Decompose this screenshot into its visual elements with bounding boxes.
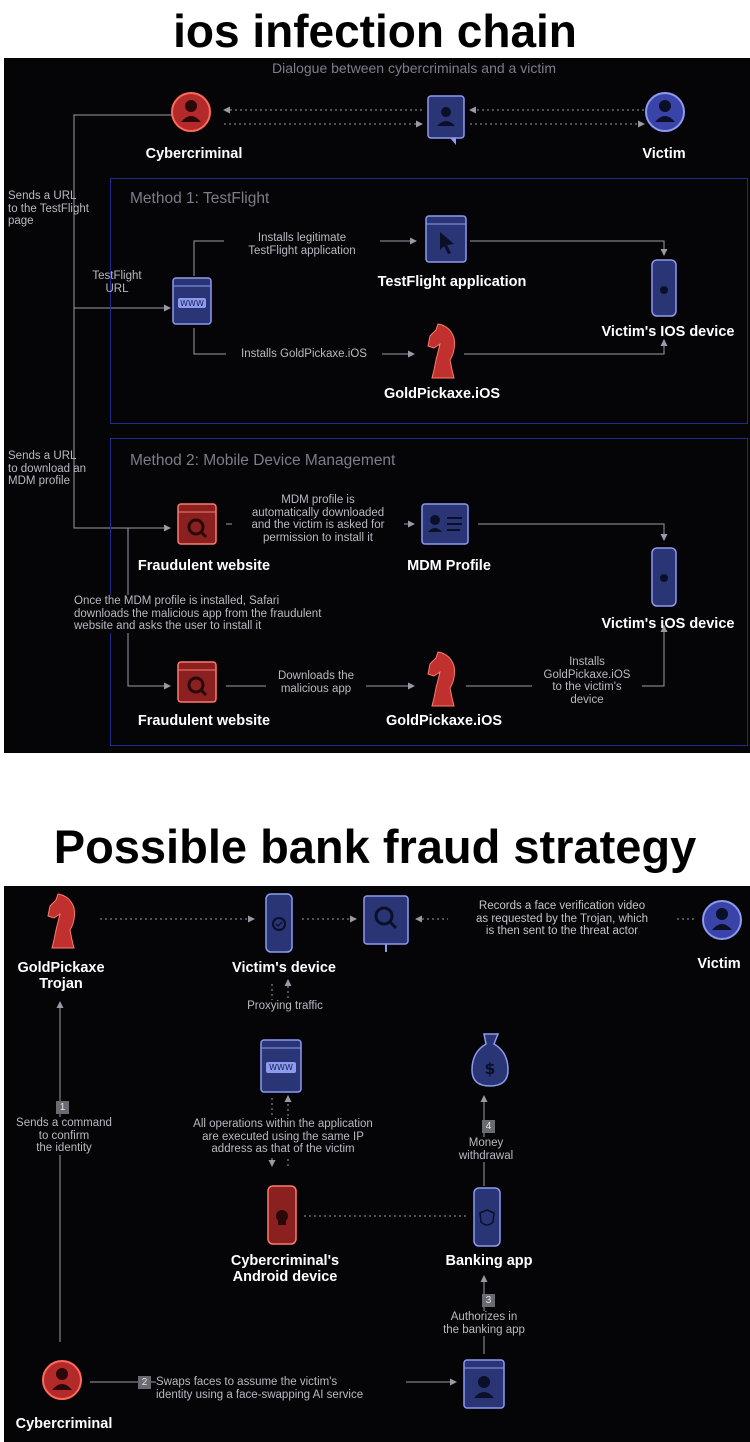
cybercriminal-label: Cybercriminal bbox=[145, 146, 243, 162]
user-red-icon bbox=[40, 1354, 84, 1411]
operations-note: All operations within the application ar… bbox=[168, 1118, 398, 1156]
step1-number: 1 bbox=[56, 1101, 69, 1114]
victim-label: Victim bbox=[642, 146, 686, 162]
send-testflight-url-note: Sends a URL to the TestFlight page bbox=[8, 190, 89, 227]
mdm-profile-label: MDM Profile bbox=[407, 558, 491, 574]
method1-title: Method 1: TestFlight bbox=[130, 190, 270, 207]
chess-knight-icon bbox=[42, 890, 82, 957]
face-scan-icon bbox=[362, 894, 412, 959]
cybercriminal-label-2: Cybercriminal bbox=[15, 1416, 113, 1432]
chat-window-icon bbox=[426, 94, 468, 151]
fraud-site-icon bbox=[176, 660, 220, 711]
step2-number: 2 bbox=[138, 1376, 151, 1389]
step3-note: Authorizes in the banking app bbox=[424, 1311, 544, 1336]
phone-skull-icon bbox=[266, 1184, 298, 1253]
chess-knight-icon bbox=[422, 648, 462, 715]
victim-ios-device-label-1: Victim's IOS device bbox=[601, 324, 735, 340]
safari-note: Once the MDM profile is installed, Safar… bbox=[74, 595, 374, 633]
bank-fraud-panel: GoldPickaxe Trojan Victim's device Recor… bbox=[4, 886, 750, 1442]
infection-chain-panel: Dialogue between cybercriminals and a vi… bbox=[4, 58, 750, 753]
user-red-icon bbox=[170, 86, 212, 143]
user-blue-icon bbox=[644, 86, 686, 143]
mdm-note: MDM profile is automatically downloaded … bbox=[232, 494, 404, 544]
testflight-url-note: TestFlight URL bbox=[92, 270, 142, 295]
goldpickaxe-trojan-label: GoldPickaxe Trojan bbox=[17, 960, 105, 992]
testflight-app-label: TestFlight application bbox=[377, 274, 527, 290]
step4-note: Money withdrawal bbox=[444, 1137, 528, 1162]
phone-apple-icon bbox=[650, 546, 678, 613]
proxying-note: Proxying traffic bbox=[220, 1000, 350, 1013]
user-blue-icon bbox=[700, 894, 744, 951]
victim-label-2: Victim bbox=[697, 956, 741, 972]
method2-box bbox=[110, 438, 748, 746]
phone-shield-icon bbox=[472, 1186, 502, 1253]
user-window-icon bbox=[462, 1358, 508, 1417]
method2-title: Method 2: Mobile Device Management bbox=[130, 452, 396, 469]
step2-note: Swaps faces to assume the victim's ident… bbox=[156, 1376, 406, 1401]
victim-ios-device-label-2: Victim's iOS device bbox=[601, 616, 735, 632]
records-note: Records a face verification video as req… bbox=[448, 900, 676, 938]
browser-www-icon: WWW bbox=[171, 276, 215, 333]
installs-note: Installs GoldPickaxe.iOS to the victim's… bbox=[532, 656, 642, 706]
downloads-app-note: Downloads the malicious app bbox=[266, 670, 366, 695]
goldpickaxe-label-2: GoldPickaxe.iOS bbox=[385, 713, 503, 729]
goldpickaxe-label-1: GoldPickaxe.iOS bbox=[383, 386, 501, 402]
svg-text:WWW: WWW bbox=[180, 299, 204, 308]
phone-apple-icon bbox=[650, 258, 678, 323]
installs-goldpickaxe-note: Installs GoldPickaxe.iOS bbox=[226, 348, 382, 361]
phone-check-icon bbox=[264, 892, 294, 961]
dialogue-label: Dialogue between cybercriminals and a vi… bbox=[271, 60, 557, 76]
svg-text:WWW: WWW bbox=[269, 1063, 293, 1072]
method1-box bbox=[110, 178, 748, 424]
connector-lines bbox=[73, 106, 668, 690]
installs-legit-note: Installs legitimate TestFlight applicati… bbox=[224, 232, 380, 257]
mdm-profile-icon bbox=[420, 502, 472, 553]
victims-device-label: Victim's device bbox=[232, 960, 336, 976]
infection-chain-title: ios infection chain bbox=[173, 5, 577, 57]
step1-note: Sends a command to confirm the identity bbox=[4, 1117, 124, 1155]
chess-knight-icon bbox=[422, 320, 462, 387]
step3-number: 3 bbox=[482, 1294, 495, 1307]
svg-text:$: $ bbox=[484, 1059, 495, 1078]
banking-app-label: Banking app bbox=[445, 1253, 533, 1269]
browser-cursor-icon bbox=[424, 214, 470, 271]
android-device-label: Cybercriminal's Android device bbox=[230, 1253, 340, 1285]
fraud-site-icon bbox=[176, 502, 220, 553]
browser-www-icon: WWW bbox=[259, 1038, 305, 1101]
money-bag-icon: $ bbox=[468, 1030, 512, 1097]
send-mdm-url-note: Sends a URL to download an MDM profile bbox=[8, 450, 87, 487]
fraudulent-website-label-2: Fraudulent website bbox=[137, 713, 271, 729]
step4-number: 4 bbox=[482, 1120, 495, 1133]
fraudulent-website-label-1: Fraudulent website bbox=[137, 558, 271, 574]
bank-fraud-title: Possible bank fraud strategy bbox=[53, 820, 697, 873]
